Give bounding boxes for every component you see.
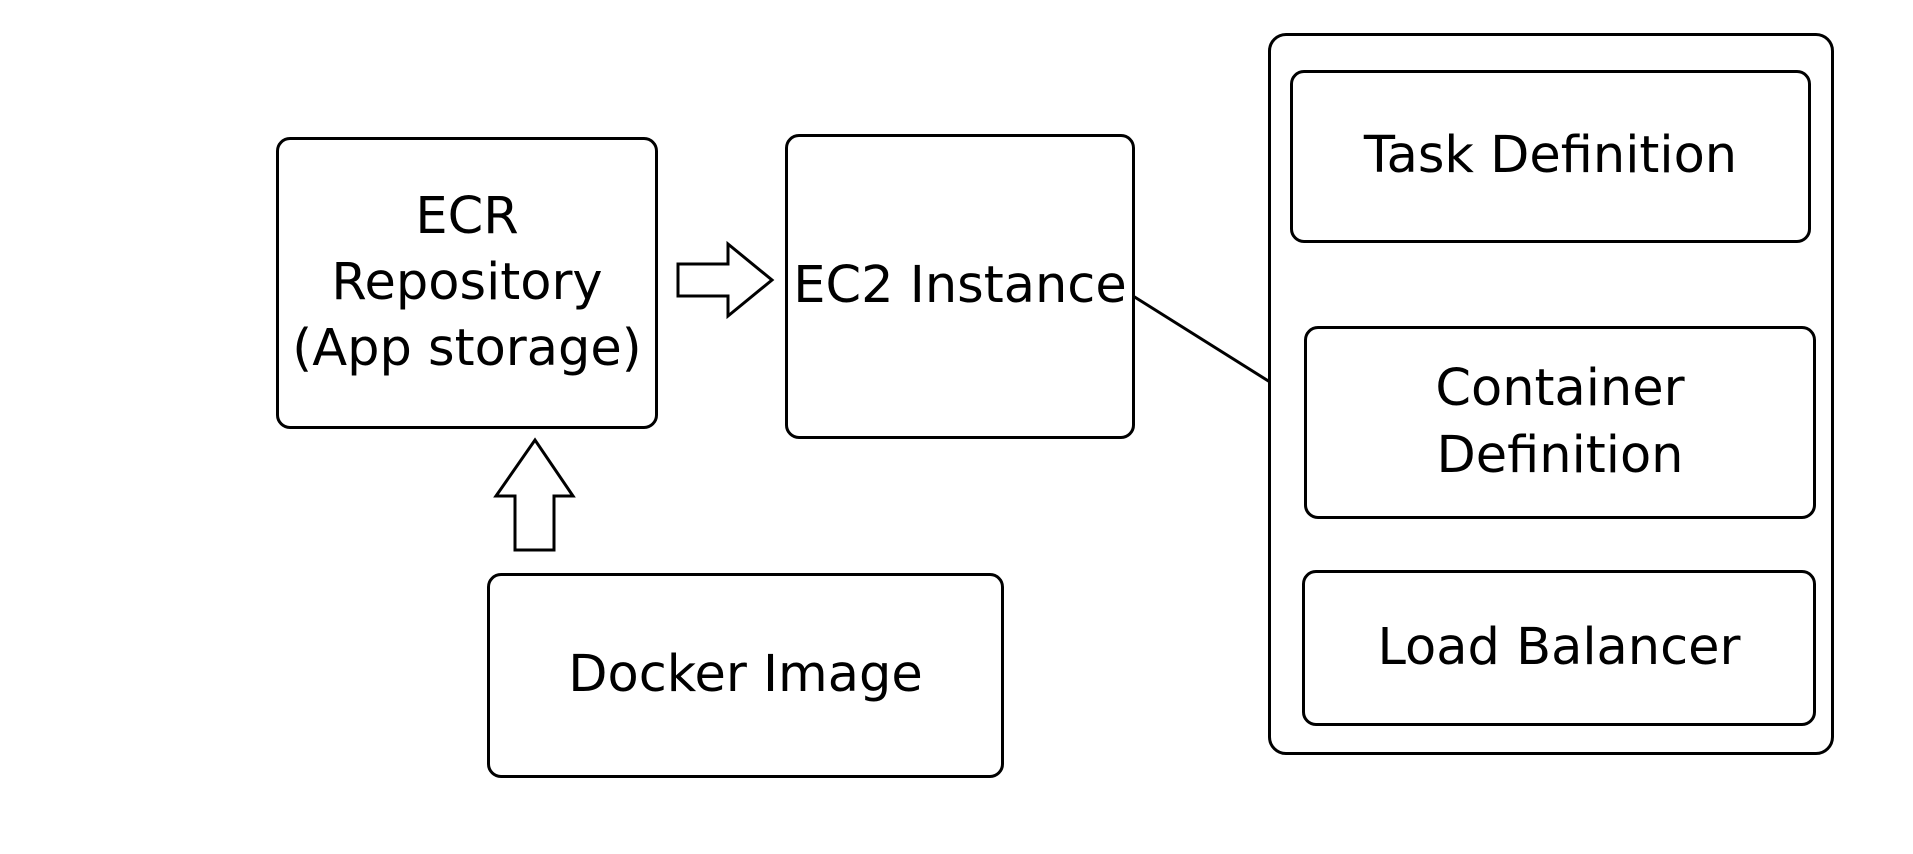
load-balancer-label: Load Balancer: [1377, 617, 1741, 677]
load-balancer-box: Load Balancer: [1302, 570, 1816, 726]
arrow-docker-to-ecr: [493, 437, 576, 552]
ec2-instance-label: EC2 Instance: [793, 256, 1127, 316]
ecr-repository-box: ECR Repository (App storage): [276, 137, 658, 429]
container-definition-box: Container Definition: [1304, 326, 1816, 519]
docker-image-label: Docker Image: [568, 645, 923, 705]
task-definition-box: Task Definition: [1290, 70, 1811, 243]
task-definition-label: Task Definition: [1363, 126, 1738, 186]
line-ec2-to-group: [1132, 294, 1271, 384]
docker-image-box: Docker Image: [487, 573, 1004, 778]
arrow-ecr-to-ec2: [676, 240, 775, 320]
ec2-instance-box: EC2 Instance: [785, 134, 1135, 439]
ecr-repository-label: ECR Repository (App storage): [292, 186, 642, 379]
container-definition-label: Container Definition: [1435, 359, 1685, 485]
